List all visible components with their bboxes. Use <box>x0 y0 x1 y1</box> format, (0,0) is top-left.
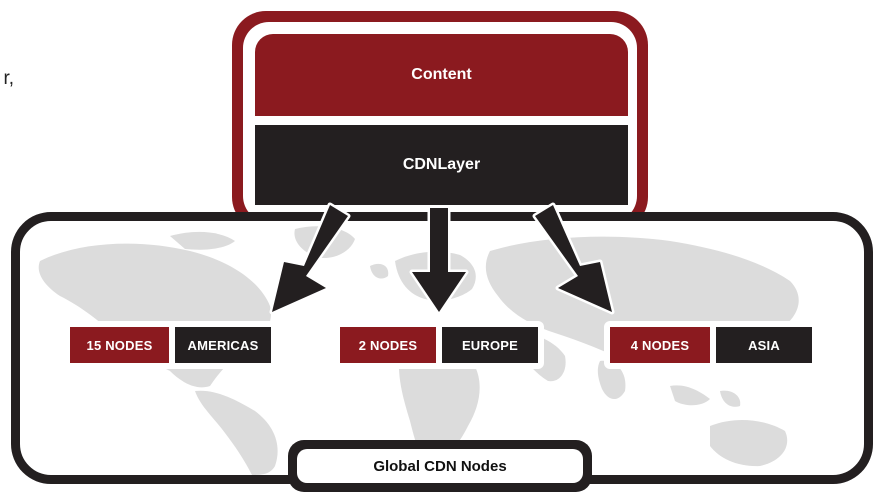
node-count-badge: 4 NODES <box>610 327 710 363</box>
region-americas: 15 NODES AMERICAS <box>64 321 277 369</box>
global-cdn-nodes-label: Global CDN Nodes <box>297 449 583 483</box>
content-layer: Content <box>255 34 628 116</box>
region-asia: 4 NODES ASIA <box>604 321 818 369</box>
region-europe: 2 NODES EUROPE <box>334 321 544 369</box>
region-name-badge: AMERICAS <box>175 327 271 363</box>
region-name-badge: EUROPE <box>442 327 538 363</box>
node-count-badge: 2 NODES <box>340 327 436 363</box>
partial-caption-text: r, <box>3 68 14 89</box>
cdn-layer: CDNLayer <box>255 125 628 205</box>
region-name-badge: ASIA <box>716 327 812 363</box>
node-count-badge: 15 NODES <box>70 327 169 363</box>
